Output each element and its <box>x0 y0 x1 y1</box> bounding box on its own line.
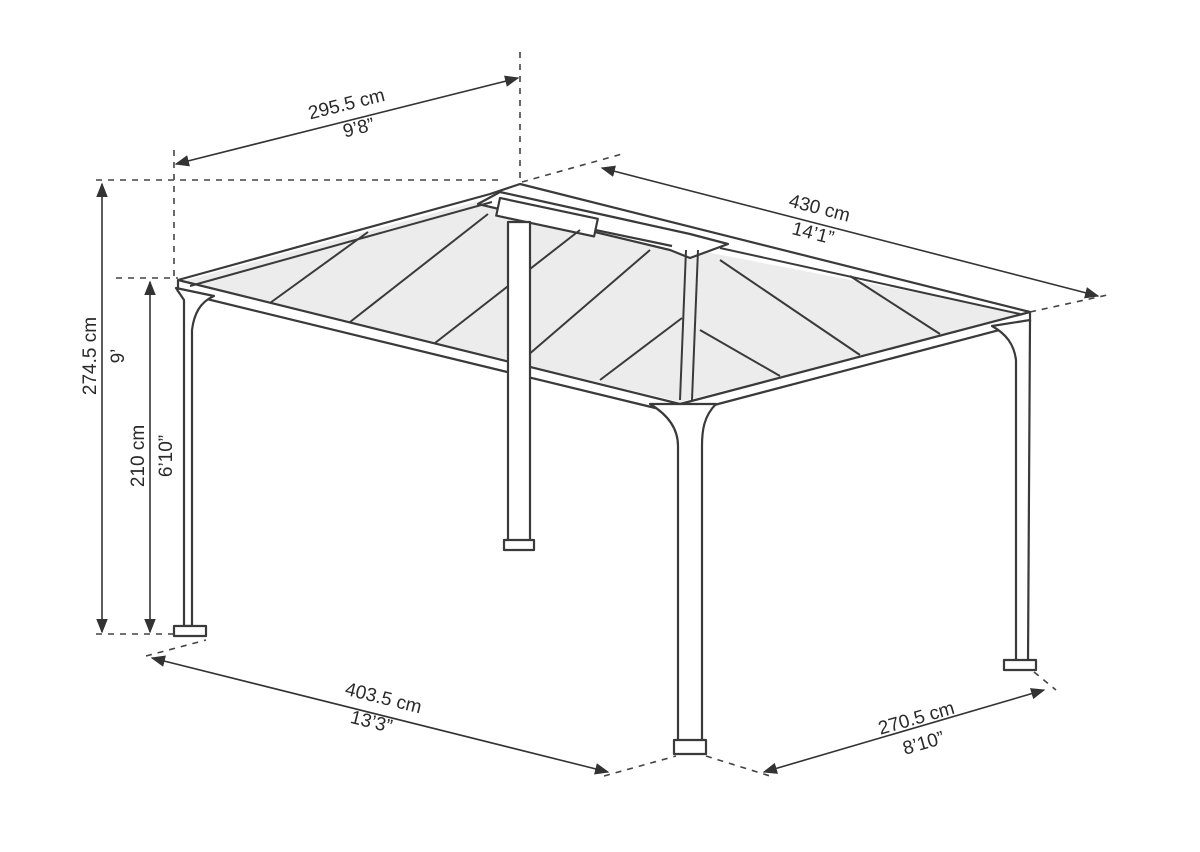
roof-width-imperial-label: 9’8” <box>341 114 377 142</box>
base-width-dimension-line <box>762 688 1046 774</box>
eave-height-metric-label: 210 cm <box>128 425 149 487</box>
roof-panel-front <box>180 198 685 402</box>
total-height-metric-label: 274.5 cm <box>80 317 101 395</box>
post-back-left <box>502 220 536 552</box>
eave-height-imperial-label: 6’10” <box>156 435 177 477</box>
post-left <box>172 286 216 638</box>
roof-length-imperial-label: 14’1” <box>790 218 836 249</box>
gazebo-roof <box>176 182 1032 416</box>
roof-width-dimension-line <box>174 75 520 167</box>
post-front-center <box>648 402 718 756</box>
base-length-imperial-label: 13’3” <box>348 707 394 738</box>
total-height-imperial-label: 9’ <box>108 349 129 364</box>
roof-width-metric-label: 295.5 cm <box>306 85 387 124</box>
post-right <box>990 318 1038 672</box>
roof-length-dimension-line <box>600 165 1100 299</box>
roof-panel-right <box>680 248 1028 402</box>
dimension-lines <box>96 52 1113 777</box>
hip-rafter <box>189 201 493 287</box>
base-width-imperial-label: 8’10” <box>900 728 946 760</box>
base-width-metric-label: 270.5 cm <box>876 698 957 740</box>
front-slope-rafters <box>269 213 683 381</box>
base-length-dimension-line <box>150 655 610 775</box>
